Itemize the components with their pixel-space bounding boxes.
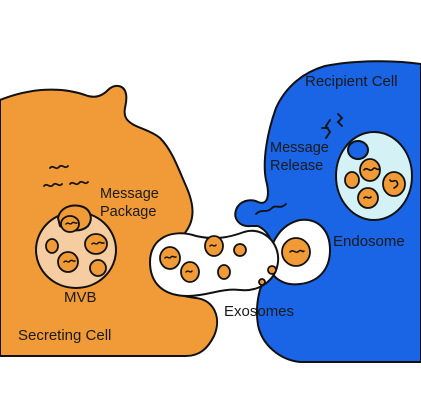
label-mvb: MVB [64,289,97,306]
label-message-release-line1: Message [270,140,329,156]
label-recipient-cell: Recipient Cell [305,73,398,90]
endosome-cargo [344,158,406,209]
exosome-squiggles [164,244,305,273]
receptor-signal [255,203,287,215]
exosomes [159,235,311,286]
released-message [321,113,344,139]
label-message-package-line2: Package [100,204,156,220]
secreting-cell [0,84,219,357]
label-exosomes: Exosomes [224,303,294,320]
mvb-cargo-squiggles [63,221,105,263]
message-package-squiggles [43,164,89,188]
label-secreting-cell: Secreting Cell [18,327,111,344]
endosome-cargo-squiggles [363,167,399,199]
endosome-opening [347,140,369,160]
label-endosome: Endosome [333,233,405,250]
label-message-package-line1: Message [100,186,159,202]
label-message-release-line2: Release [270,158,323,174]
